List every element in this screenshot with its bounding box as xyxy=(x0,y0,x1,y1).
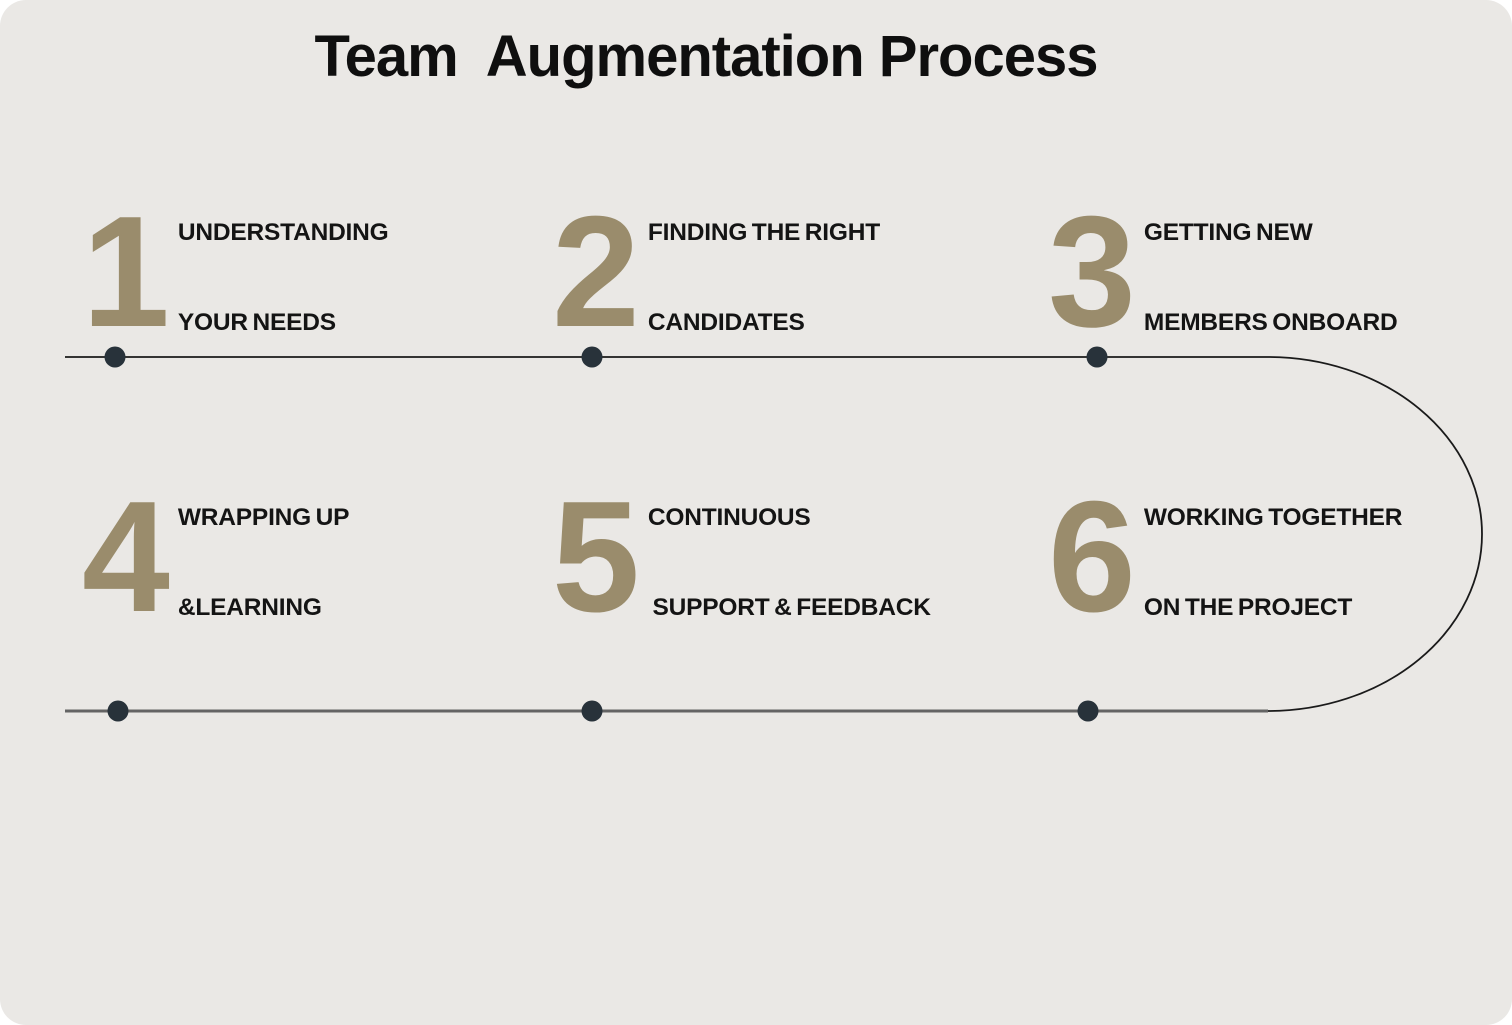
step-4-label-line-2: &LEARNING xyxy=(177,594,322,621)
step-6-label-line-2: ON THE PROJECT xyxy=(1143,594,1353,621)
step-3-label-line-2: MEMBERS ONBOARD xyxy=(1143,309,1398,336)
step-1-label-line-2: YOUR NEEDS xyxy=(177,309,336,336)
step-5-marker-dot xyxy=(581,700,603,722)
step-4-label: WRAPPING UP &LEARNING xyxy=(177,443,350,683)
step-5-label-line-2: SUPPORT & FEEDBACK xyxy=(647,594,931,621)
step-5: 5 CONTINUOUS SUPPORT & FEEDBACK xyxy=(552,469,931,645)
step-2: 2 FINDING THE RIGHT CANDIDATES xyxy=(552,184,880,360)
step-4-label-line-1: WRAPPING UP xyxy=(177,504,350,531)
step-3-label: GETTING NEW MEMBERS ONBOARD xyxy=(1144,158,1398,398)
step-4-number: 4 xyxy=(82,469,170,645)
step-4: 4 WRAPPING UP &LEARNING xyxy=(82,469,349,645)
step-3-marker-dot xyxy=(1086,346,1108,368)
step-1-marker-dot xyxy=(104,346,126,368)
step-2-label-line-2: CANDIDATES xyxy=(647,309,805,336)
step-2-marker-dot xyxy=(581,346,603,368)
step-2-label-line-1: FINDING THE RIGHT xyxy=(647,219,881,246)
step-6-number: 6 xyxy=(1048,469,1136,645)
step-6-label: WORKING TOGETHER ON THE PROJECT xyxy=(1143,443,1403,683)
step-5-label-line-1: CONTINUOUS xyxy=(647,504,811,531)
timeline-top-rail-and-curve xyxy=(65,356,1483,712)
step-1-number: 1 xyxy=(82,184,170,360)
step-6-label-line-1: WORKING TOGETHER xyxy=(1143,504,1403,531)
step-6: 6 WORKING TOGETHER ON THE PROJECT xyxy=(1048,469,1402,645)
step-3: 3 GETTING NEW MEMBERS ONBOARD xyxy=(1048,184,1398,360)
step-1-label: UNDERSTANDING YOUR NEEDS xyxy=(178,158,389,398)
step-6-marker-dot xyxy=(1077,700,1099,722)
step-4-marker-dot xyxy=(107,700,129,722)
step-3-label-line-1: GETTING NEW xyxy=(1143,219,1313,246)
step-1-label-line-1: UNDERSTANDING xyxy=(177,219,389,246)
step-2-number: 2 xyxy=(552,184,640,360)
step-5-number: 5 xyxy=(552,469,640,645)
step-1: 1 UNDERSTANDING YOUR NEEDS xyxy=(82,184,389,360)
step-3-number: 3 xyxy=(1048,184,1136,360)
step-2-label: FINDING THE RIGHT CANDIDATES xyxy=(648,158,880,398)
step-5-label: CONTINUOUS SUPPORT & FEEDBACK xyxy=(648,443,931,683)
page-title: Team Augmentation Process xyxy=(314,24,1099,89)
